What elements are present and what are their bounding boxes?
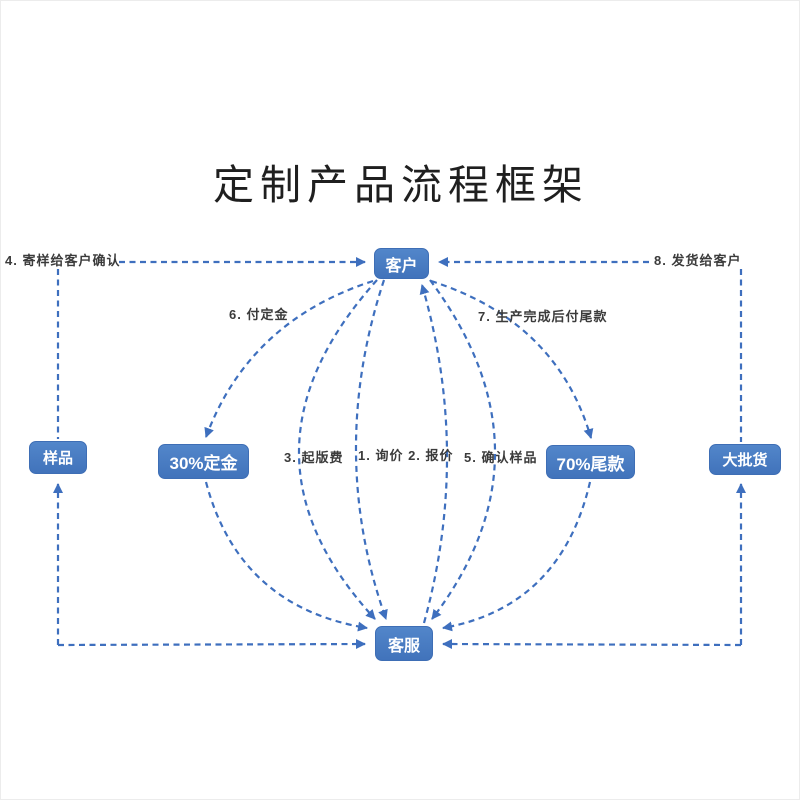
node-sample-label: 样品 (42, 450, 73, 467)
node-service-label: 客服 (387, 637, 420, 655)
edge-label-step3: 3. 起版费 (284, 450, 344, 465)
node-deposit-label: 30%定金 (169, 454, 238, 473)
edge-label-step6: 6. 付定金 (229, 307, 289, 322)
edge-bottomright-horizontal-into-service (442, 639, 742, 650)
edge-deposit-to-service (204, 481, 368, 632)
edge-label-step5: 5. 确认样品 (464, 450, 538, 465)
node-bulk: 大批货 (709, 444, 781, 475)
edge-step1-customer-to-service (354, 279, 388, 620)
edge-bottomleft-horizontal-into-service (57, 639, 366, 650)
edge-label-step8: 8. 发货给客户 (654, 253, 742, 268)
edge-step7-customer-to-balance (430, 279, 594, 439)
edge-balance-to-service (442, 481, 592, 632)
node-service: 客服 (375, 626, 433, 661)
edge-step3-customer-to-service (298, 279, 378, 620)
node-balance: 70%尾款 (546, 445, 635, 479)
node-customer-label: 客户 (385, 257, 418, 275)
edge-label-step1-2: 1. 询价 2. 报价 (358, 448, 454, 463)
edge-step6-customer-to-deposit (204, 279, 374, 438)
page-title: 定制产品流程框架 (213, 162, 589, 208)
node-deposit: 30%定金 (158, 444, 249, 479)
edge-step5-customer-to-service (429, 279, 497, 620)
node-customer: 客户 (374, 248, 429, 279)
node-bulk-label: 大批货 (722, 452, 768, 469)
node-balance-label: 70%尾款 (556, 454, 625, 474)
edge-step2-service-to-customer (419, 284, 449, 624)
edge-label-step4: 4. 寄样给客户确认 (5, 253, 121, 268)
node-sample: 样品 (29, 441, 87, 474)
edge-label-step7: 7. 生产完成后付尾款 (478, 309, 608, 324)
